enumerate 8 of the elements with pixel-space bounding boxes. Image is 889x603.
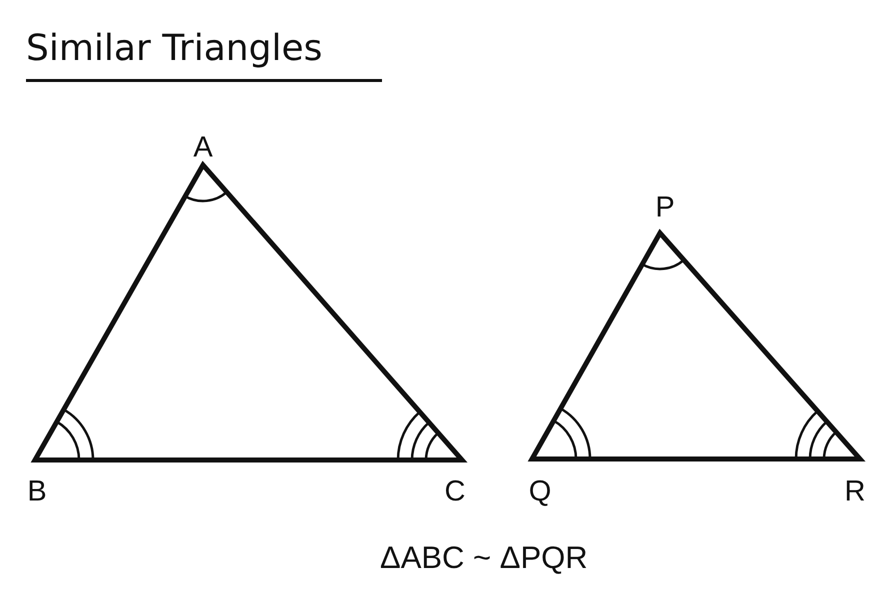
vertex-label: P (655, 194, 675, 222)
title: Similar Triangles (26, 28, 382, 82)
vertex-label: B (27, 478, 47, 506)
vertex-label: C (444, 478, 466, 506)
vertex-label: R (844, 478, 866, 506)
caption: ΔABC ~ ΔPQR (380, 540, 588, 576)
vertex-label: A (193, 134, 213, 162)
vertex-label: Q (528, 478, 552, 506)
